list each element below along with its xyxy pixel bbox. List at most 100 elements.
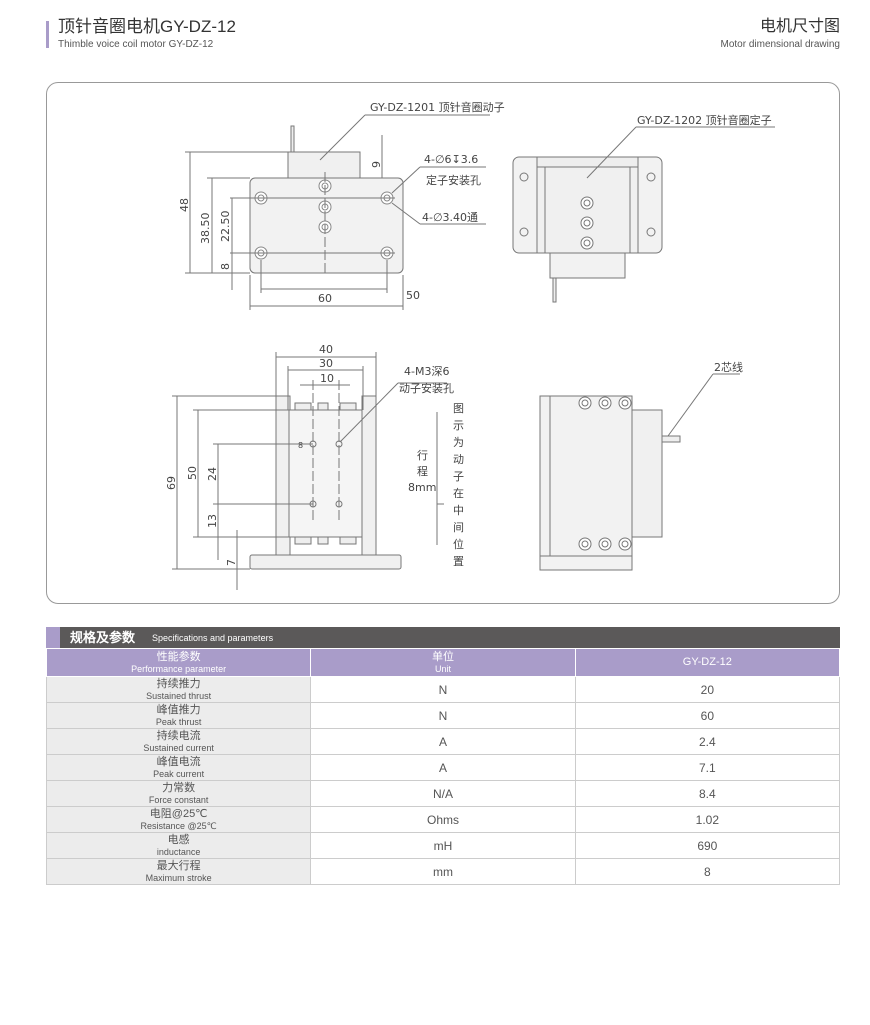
value-cell: 8 [574,858,841,885]
note-char: 为 [453,436,464,449]
wire-label: 2芯线 [714,360,743,374]
unit-cell: N [310,676,576,703]
param-name-en: Peak current [153,768,205,779]
stator-top-view [512,126,775,303]
column-header-model: GY-DZ-12 [574,648,841,677]
stator-side-view [539,373,740,571]
column-header-model-label: GY-DZ-12 [682,656,732,668]
dim-50: 50 [406,289,420,302]
spec-title: 规格及参数 [70,630,136,645]
unit-cell: A [310,728,576,755]
column-header-unit-zh: 单位 [431,650,454,663]
spec-header: 规格及参数 Specifications and parameters [46,627,840,648]
note-char: 示 [453,419,464,432]
spec-header-accent [46,627,60,648]
value-cell: 60 [574,702,841,729]
param-name-en: Resistance @25℃ [140,820,217,831]
value-cell: 7.1 [574,754,841,781]
title-accent-bar [46,21,49,48]
column-header-parameter-zh: 性能参数 [156,650,201,663]
section-title: 电机尺寸图 [759,18,840,35]
value-cell: 690 [574,832,841,859]
param-name-en: Peak thrust [155,716,202,727]
param-name-zh: 持续电流 [156,729,201,742]
note-char: 间 [453,521,464,534]
mover-part-label: GY-DZ-1201 顶针音圈动子 [370,100,505,114]
param-name-en: Sustained current [143,742,214,753]
unit-cell: mm [310,858,576,885]
mover-top-view [185,114,490,310]
value-cell: 1.02 [574,806,841,833]
dim-8-side: 8 [298,441,303,450]
stroke-value: 8mm [408,481,436,494]
dimensional-drawing: GY-DZ-1201 顶针音圈动子 4-∅6↧3.6 定子安装孔 4-∅3.40… [165,100,775,590]
spec-section: 规格及参数 Specifications and parameters 性能参数… [45,627,841,885]
note-char: 图 [453,402,464,415]
dim-9: 9 [370,161,383,168]
drawing-frame [46,82,840,604]
section-subtitle: Motor dimensional drawing [720,39,840,50]
unit-cell: A [310,754,576,781]
param-name-en: Maximum stroke [145,872,212,883]
m3-hole-desc: 动子安装孔 [399,381,454,395]
column-header-parameter-en: Performance parameter [131,663,227,674]
dim-38-50: 38.50 [199,213,212,245]
note-char: 子 [453,470,464,483]
param-name-zh: 峰值推力 [156,703,201,716]
unit-cell: N [310,702,576,729]
unit-cell: mH [310,832,576,859]
dim-22-50: 22.50 [219,211,232,243]
unit-cell: Ohms [310,806,576,833]
note-char: 位 [453,537,464,551]
param-name-zh: 电阻@25℃ [149,807,208,820]
param-name-zh: 力常数 [162,781,196,794]
page-title: 顶针音圈电机GY-DZ-12 [58,17,236,36]
dim-24: 24 [206,467,219,481]
note-char: 动 [453,453,464,466]
param-name-zh: 最大行程 [156,859,201,872]
mover-side-view [172,352,447,590]
spec-title-en: Specifications and parameters [152,633,274,643]
dim-10: 10 [320,372,334,385]
through-hole-label: 4-∅3.40通 [422,211,478,224]
stroke-label-b: 程 [417,465,428,478]
page-subtitle: Thimble voice coil motor GY-DZ-12 [58,39,214,50]
stroke-label-a: 行 [417,449,428,462]
value-cell: 20 [574,676,841,703]
dim-48: 48 [178,198,191,212]
dim-69: 69 [165,476,178,490]
param-name-zh: 持续推力 [156,677,201,690]
dim-8: 8 [219,263,232,270]
note-char: 置 [453,555,464,568]
param-name-en: Sustained thrust [146,690,212,701]
param-name-en: Force constant [148,794,209,805]
param-name-en: inductance [156,846,201,857]
value-cell: 2.4 [574,728,841,755]
dim-7: 7 [225,559,238,566]
hole-desc-label: 定子安装孔 [426,173,481,187]
hole-spec-label: 4-∅6↧3.6 [424,153,478,166]
stator-part-label: GY-DZ-1202 顶针音圈定子 [637,113,772,127]
dim-30: 30 [319,357,333,370]
note-char: 中 [453,504,464,517]
m3-hole-label: 4-M3深6 [404,365,449,378]
value-cell: 8.4 [574,780,841,807]
position-note: 图 示 为 动 子 在 中 间 位 置 [453,402,464,568]
dim-60: 60 [318,292,332,305]
param-name-zh: 峰值电流 [156,755,201,768]
